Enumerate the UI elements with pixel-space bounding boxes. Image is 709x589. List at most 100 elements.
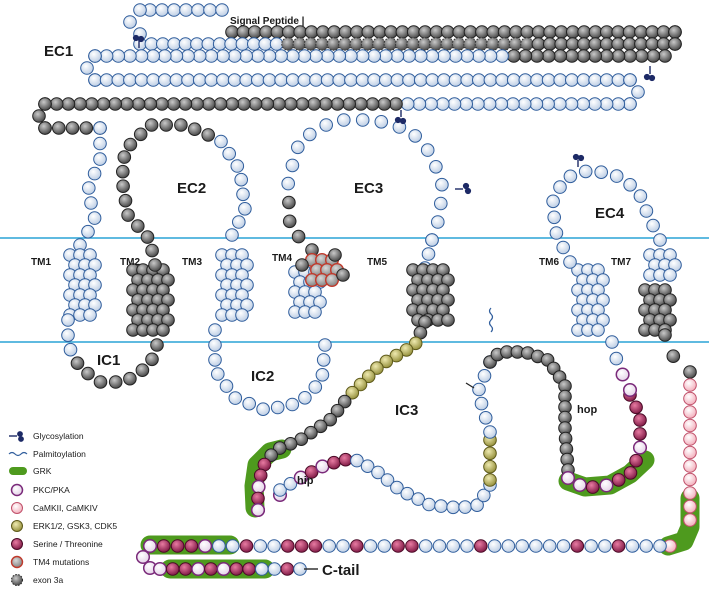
camkii-residue (683, 486, 697, 500)
residue (448, 49, 463, 63)
residue (611, 37, 625, 51)
ser-thr-residue-swatch (11, 538, 23, 550)
residue (435, 177, 449, 192)
residue (88, 49, 102, 63)
residue (591, 323, 605, 337)
erk-residue (408, 336, 423, 351)
residue (291, 229, 306, 244)
residue (248, 97, 263, 111)
residue (518, 73, 533, 87)
ser-thr-residue (170, 539, 185, 553)
residue (611, 49, 626, 63)
residue (668, 37, 682, 51)
residue (471, 97, 485, 111)
residue (418, 25, 432, 39)
legend-label: TM4 mutations (33, 557, 89, 567)
residue (222, 146, 236, 161)
ec4-label: EC4 (595, 205, 625, 222)
residue (192, 73, 207, 87)
pkc-residue (152, 561, 168, 577)
ser-thr-residue (204, 562, 218, 576)
pkc-residue (142, 538, 158, 554)
tm3-label: TM3 (182, 257, 202, 268)
legend-label: ERK1/2, GSK3, CDK5 (33, 521, 117, 531)
residue (556, 240, 571, 255)
residue (342, 97, 357, 111)
erk-residue (353, 377, 368, 392)
residue (515, 539, 530, 553)
exon3a-residue (292, 37, 307, 51)
exon3a-residue (497, 37, 512, 51)
residue (264, 448, 279, 463)
residue (421, 247, 436, 261)
residue (282, 214, 297, 229)
residue (425, 49, 440, 63)
residue (380, 473, 395, 487)
legend-item-erk: ERK1/2, GSK3, CDK5 (11, 520, 117, 532)
residue (520, 25, 535, 39)
ser-thr-residue (585, 480, 600, 494)
residue (477, 369, 492, 383)
residue (308, 305, 322, 319)
legend-item-palmitoylation: Palmitoylation (8, 449, 86, 459)
ser-thr-residue (281, 539, 295, 553)
pkc-residue (198, 538, 213, 554)
legend-label: Glycosylation (33, 431, 84, 441)
ic1-label: IC1 (97, 352, 120, 369)
residue (344, 73, 358, 87)
residue (355, 113, 370, 127)
residue (79, 121, 94, 135)
camkii-residue (683, 499, 697, 514)
residue (274, 73, 288, 87)
exon3a-residue (372, 37, 386, 51)
residue (208, 323, 222, 337)
residue (437, 73, 451, 87)
residue (494, 97, 509, 111)
residue (553, 73, 568, 87)
residue (247, 25, 262, 39)
erk-residue (379, 354, 394, 369)
residue (283, 97, 298, 111)
residue (425, 73, 440, 87)
residue (372, 25, 387, 39)
residue (93, 121, 107, 135)
residue (541, 97, 555, 111)
residue (93, 375, 108, 389)
residue (108, 375, 123, 389)
residue (99, 73, 114, 87)
residue (225, 539, 240, 553)
residue (123, 49, 137, 63)
tm2-label: TM2 (120, 257, 140, 268)
residue (262, 73, 277, 87)
legend-label: CaMKII, CaMKIV (33, 503, 98, 513)
residue (400, 97, 415, 111)
residue (531, 25, 546, 39)
residue (322, 539, 337, 553)
residue (254, 562, 269, 576)
residue (227, 73, 242, 87)
residue (158, 73, 172, 87)
residue (203, 3, 217, 17)
residue (547, 210, 562, 225)
residue (52, 121, 66, 135)
ser-thr-residue (350, 539, 364, 553)
residue (487, 539, 502, 553)
residue (600, 49, 614, 63)
residue (355, 73, 370, 87)
pkc-residue (622, 382, 638, 398)
residue (683, 365, 697, 379)
residue (633, 189, 648, 203)
residue (155, 3, 169, 17)
residue (212, 37, 227, 51)
residue (178, 97, 193, 111)
residue (448, 73, 463, 87)
camkii-residue (683, 378, 697, 392)
residue (70, 356, 85, 371)
residue (239, 73, 253, 87)
residue (237, 97, 251, 111)
residue (446, 500, 460, 515)
residue (360, 459, 375, 474)
residue (436, 97, 450, 111)
tm6-label: TM6 (539, 257, 559, 268)
residue (337, 394, 352, 409)
